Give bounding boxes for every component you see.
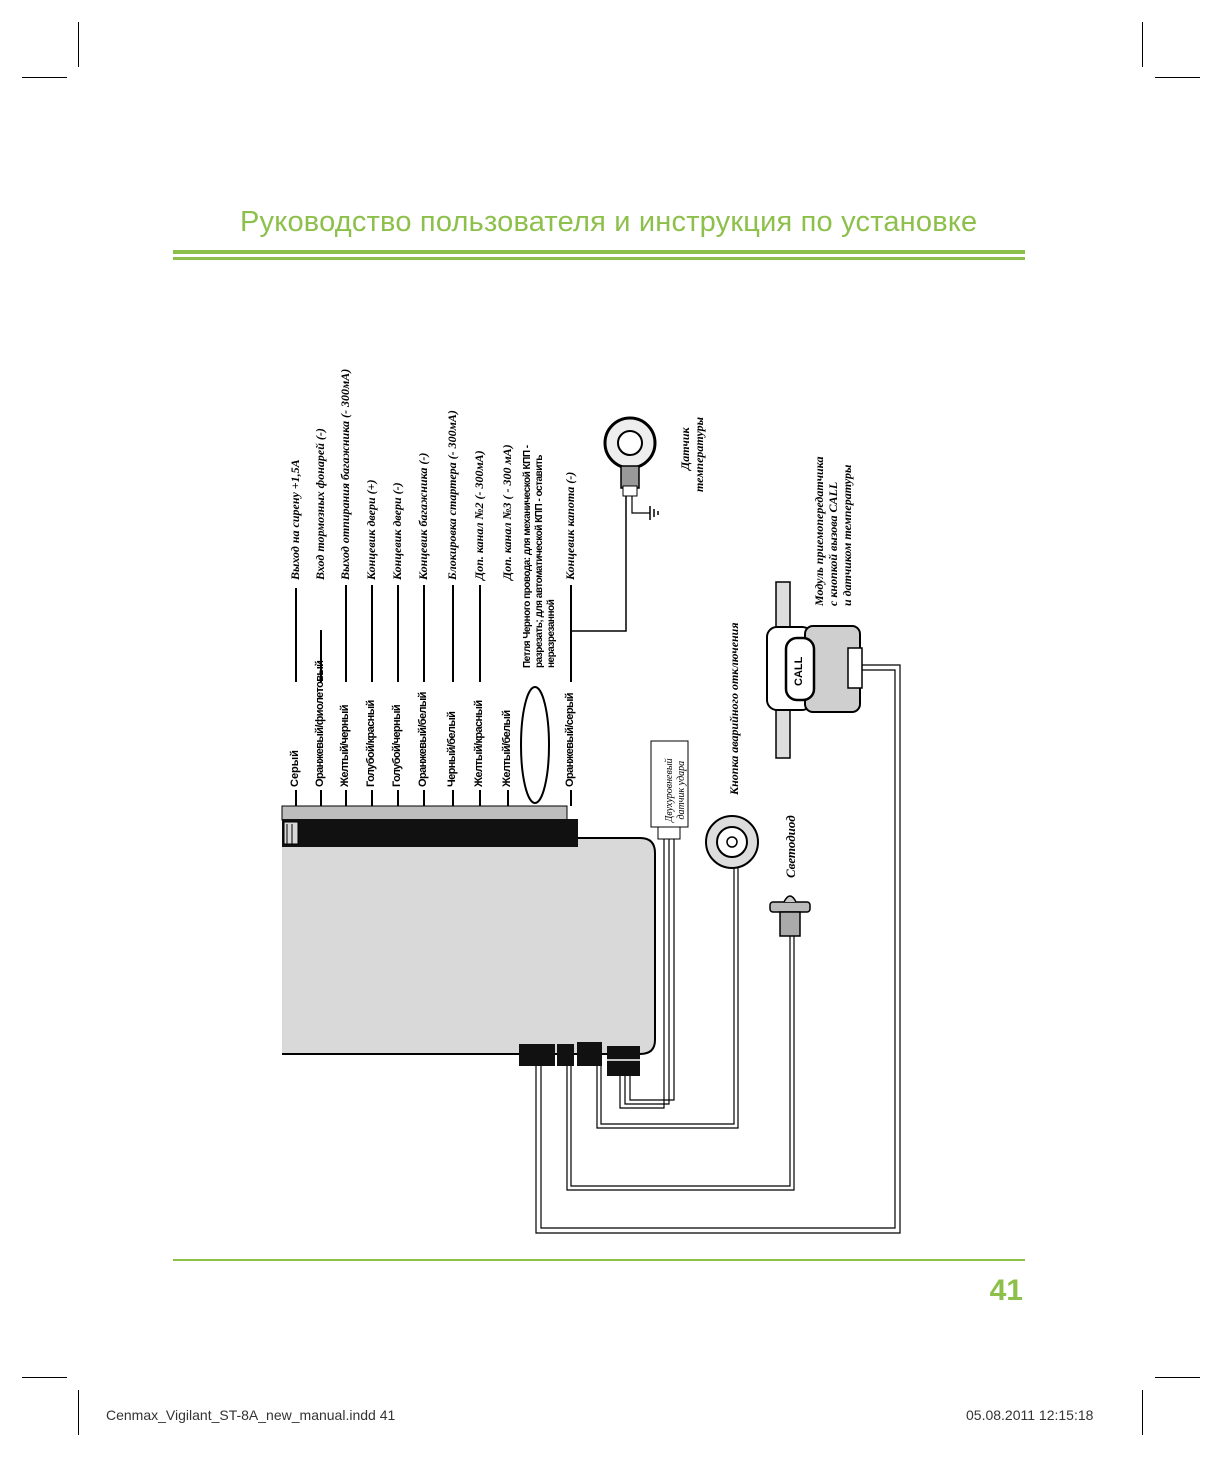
crop-mark: [1155, 77, 1200, 78]
footer-rule: [173, 1259, 1025, 1261]
led: [769, 901, 811, 913]
bottom-connector: [519, 1044, 555, 1066]
crop-mark: [1155, 1377, 1200, 1378]
wire-loop: [520, 686, 550, 804]
shock-sensor: [650, 740, 689, 828]
main-unit: [282, 837, 656, 1055]
crop-mark: [78, 22, 79, 67]
main-connector: [281, 805, 568, 821]
crop-mark: [78, 1390, 79, 1435]
bottom-connector: [557, 1044, 574, 1066]
header-rule: [173, 250, 1025, 254]
header-rule-thin: [173, 257, 1025, 260]
crop-mark: [22, 1377, 67, 1378]
crop-mark: [22, 77, 67, 78]
crop-mark: [1142, 1390, 1143, 1435]
bottom-connector: [607, 1046, 640, 1076]
page-title: Руководство пользователя и инструкция по…: [240, 206, 978, 238]
slug-filename: Cenmax_Vigilant_ST-8A_new_manual.indd 41: [106, 1407, 396, 1423]
page-number: 41: [989, 1274, 1023, 1307]
crop-mark: [1142, 22, 1143, 67]
slug-datetime: 05.08.2011 12:15:18: [966, 1407, 1094, 1423]
call-button: [784, 636, 816, 702]
bottom-connector: [577, 1042, 602, 1066]
main-connector-black: [282, 819, 578, 847]
